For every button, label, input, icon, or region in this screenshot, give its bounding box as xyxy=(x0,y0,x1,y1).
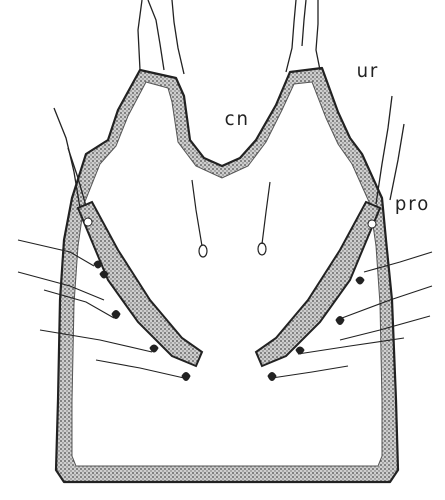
top-filaments xyxy=(138,0,320,74)
label-ur: ur xyxy=(357,60,380,82)
filament xyxy=(302,0,306,46)
filament xyxy=(172,0,184,74)
filament xyxy=(390,124,404,200)
filament xyxy=(148,0,164,70)
filament xyxy=(376,96,392,204)
filament xyxy=(286,0,296,72)
filament xyxy=(138,0,142,70)
marker-ring xyxy=(368,220,376,228)
label-cn: cn xyxy=(225,108,250,130)
marker-ring xyxy=(84,218,92,226)
label-pro: pro xyxy=(395,193,430,215)
filament xyxy=(316,0,320,70)
